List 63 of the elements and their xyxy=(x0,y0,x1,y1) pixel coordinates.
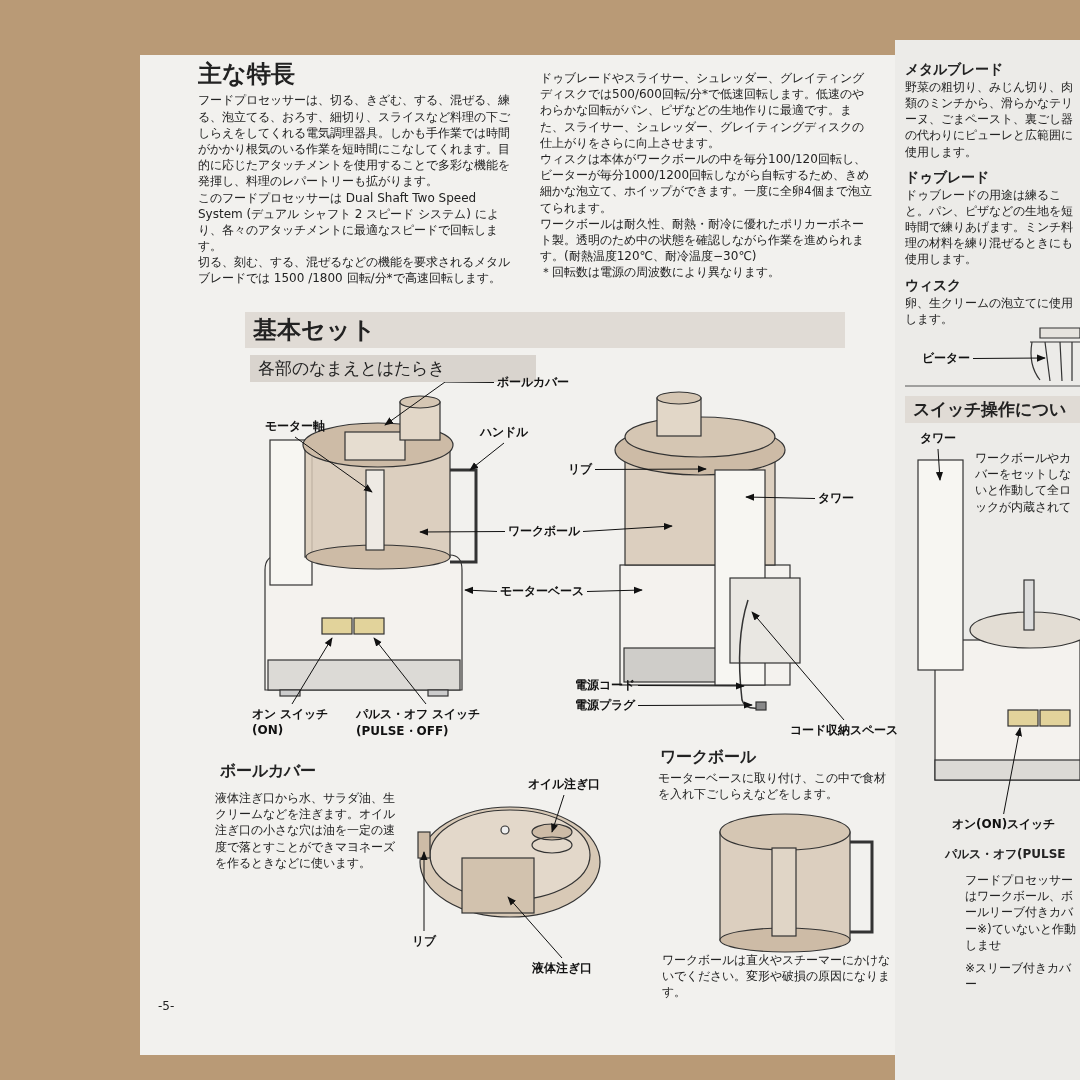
part-label: ハンドル xyxy=(480,424,528,441)
leader-line xyxy=(745,493,816,501)
part-label: 電源コード xyxy=(575,677,635,694)
subheading: メタルブレード xyxy=(905,60,1004,79)
body-text: ドゥブレードやスライサー、シュレッダー、グレイティングディスクでは500/600回転/分*で低速回転します。低速のやわらかな回転がパン、ピザなどの生地作りに最適です。また、スライサー、シュレッダー、グレイティングディスクの仕上がりをさらに向上させます。 xyxy=(540,70,865,151)
part-label: リブ xyxy=(412,933,436,950)
part-label: モーター軸 xyxy=(265,418,325,435)
part-label: ワークボール xyxy=(508,523,580,540)
section-heading: 基本セット xyxy=(245,312,845,349)
subheading: ワークボール xyxy=(660,746,757,768)
part-label: タワー xyxy=(920,430,956,447)
page-number: -5- xyxy=(158,998,176,1015)
body-text: このフードプロセッサーは Dual Shaft Two Speed System (デュアル シャフト 2 スピード システム) により、各々のアタッチメントに最適なスピードで回転します。 xyxy=(198,189,500,255)
leader-line xyxy=(291,637,333,705)
leader-line xyxy=(469,442,505,471)
part-label: ボールカバー xyxy=(497,374,569,391)
body-text: ワークボールは耐久性、耐熱・耐冷に優れたポリカーボネート製。透明のため中の状態を確認しながら作業を進められます。(耐熱温度120℃、耐冷温度−30℃) xyxy=(540,215,865,265)
body-text: 切る、刻む、する、混ぜるなどの機能を要求されるメタルブレードでは 1500 /1800 回転/分*で高速回転します。 xyxy=(198,254,511,287)
part-label: ビーター xyxy=(922,350,970,367)
leader-line xyxy=(419,528,506,536)
leader-line xyxy=(551,794,565,833)
part-label: リブ xyxy=(568,461,592,478)
leader-line xyxy=(586,586,643,594)
leader-line xyxy=(464,586,498,594)
footnote-text: ＊回転数は電源の周波数により異なります。 xyxy=(540,264,781,281)
leader-line xyxy=(582,522,673,532)
leader-line xyxy=(935,448,944,481)
body-text: 液体注ぎ口から水、サラダ油、生クリームなどを注ぎます。オイル注ぎ口の小さな穴は油を一定の速度で落とすことができマヨネーズを作るときなどに使います。 xyxy=(215,790,396,871)
leader-line xyxy=(751,611,845,721)
note-text: ワークボールは直火やスチーマーにかけないでください。変形や破損の原因になります。 xyxy=(662,952,891,1001)
body-text: 野菜の粗切り、みじん切り、肉類のミンチから、滑らかなテリーヌ、ごまペースト、裏ごし器の代わりにピューレと広範囲に使用します。 xyxy=(905,78,1074,160)
part-label: モーターベース xyxy=(500,583,584,600)
body-text: ドゥブレードの用途は練ること。パン、ピザなどの生地を短時間で練りあげます。ミンチ料理の材料を練り混ぜるときにも使用します。 xyxy=(905,186,1074,268)
subheading: ウィスク xyxy=(905,275,962,295)
leader-line xyxy=(1003,727,1022,815)
body-text: フードプロセッサーはワークボール、ボールリーブ付きカバー※)ていないと作動しませ xyxy=(965,872,1077,953)
leader-line xyxy=(420,851,428,932)
part-label: 電源プラグ xyxy=(575,697,635,714)
part-label: オン スイッチ (ON) xyxy=(252,706,332,737)
body-text: モーターベースに取り付け、この中で食材を入れ下ごしらえなどをします。 xyxy=(658,770,887,803)
leader-line xyxy=(507,896,563,959)
subheading: ドゥブレード xyxy=(905,167,990,187)
leader-line xyxy=(373,637,427,705)
part-label: 液体注ぎ口 xyxy=(532,960,592,977)
part-label: オン(ON)スイッチ xyxy=(952,816,1056,833)
leader-line xyxy=(594,465,707,473)
body-text: フードプロセッサーは、切る、きざむ、する、混ぜる、練る、泡立てる、おろす、細切り、スライスなど料理の下ごしらえをしてくれる電気調理器具。しかも手作業では時間がかかり根気のいる作業を短時間にこなしてくれます。目的に応じたアタッチメントを使用することで多彩な機能を発揮し、料理のレパートリーも拡がります。 xyxy=(198,92,511,190)
part-label: コード収納スペース xyxy=(790,722,898,739)
leader-line xyxy=(637,682,745,690)
subheading: パルス・オフ(PULSE xyxy=(945,846,1067,863)
body-text: 卵、生クリームの泡立てに使用します。 xyxy=(905,294,1074,327)
body-text: ワークボールやカバーをセットしないと作動して全ロックが内蔵されて xyxy=(975,450,1072,515)
subheading: ボールカバー xyxy=(220,760,317,782)
leader-line xyxy=(384,381,495,426)
part-label: オイル注ぎ口 xyxy=(528,776,600,793)
body-text: ウィスクは本体がワークボールの中を毎分100/120回転し、ビーターが毎分1000/1200回転しながら自転するため、きめ細かな泡立て、ホイップができます。一度に全卵4個まで泡立てられます。 xyxy=(540,150,873,216)
section-heading: スイッチ操作につい xyxy=(905,396,1080,423)
leader-line xyxy=(637,701,753,709)
leader-line xyxy=(972,354,1046,362)
section-heading: 主な特長 xyxy=(198,59,296,90)
part-label: タワー xyxy=(818,490,854,507)
footnote-text: ※スリーブ付きカバー xyxy=(965,960,1073,993)
part-label: パルス・オフ スイッチ (PULSE・OFF) xyxy=(356,706,496,740)
